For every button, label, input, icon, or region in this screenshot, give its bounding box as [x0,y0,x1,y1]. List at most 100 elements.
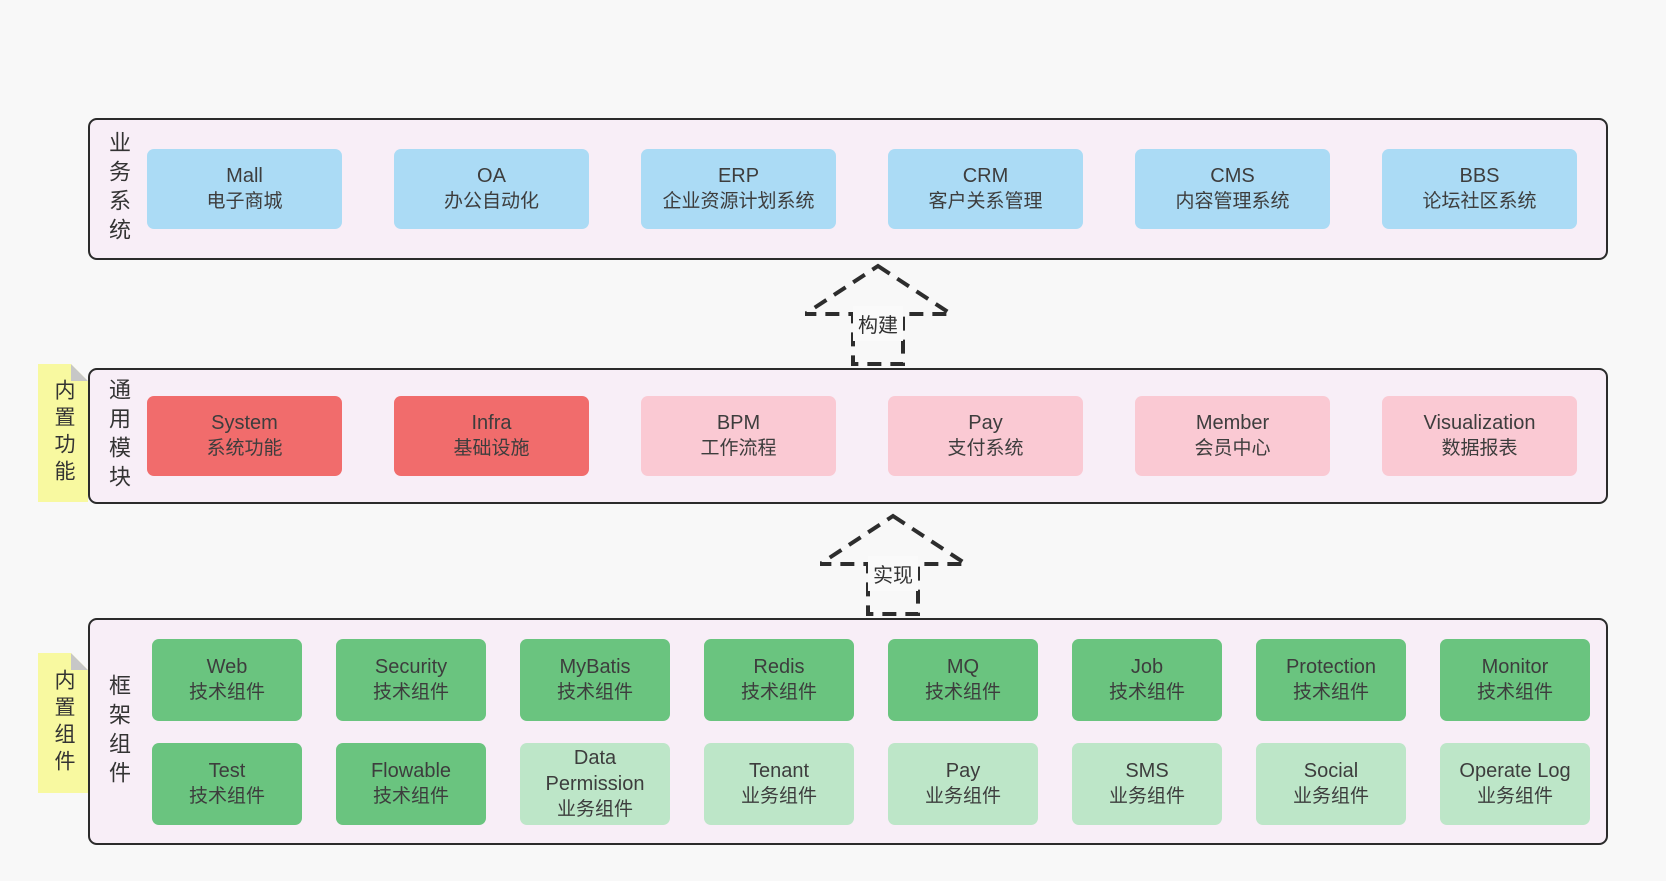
box-title: Flowable [370,760,452,783]
sticky-label: 内置组件 [52,669,75,777]
box-security: Security 技术组件 [336,639,486,721]
box-bpm: BPM 工作流程 [641,396,836,476]
box-visualization: Visualization 数据报表 [1382,396,1577,476]
box-monitor: Monitor 技术组件 [1440,639,1590,721]
box-bbs: BBS 论坛社区系统 [1382,149,1577,229]
box-subtitle: 系统功能 [206,438,283,460]
box-title: BBS [1459,165,1500,188]
box-subtitle: 业务组件 [924,786,1001,808]
box-subtitle: 会员中心 [1194,438,1271,460]
box-subtitle: 基础设施 [453,438,530,460]
box-title: ERP [717,165,760,188]
box-subtitle: 技术组件 [556,682,633,704]
box-title: Data Permission [545,747,645,796]
box-title: CMS [1210,165,1255,188]
business-systems-row: Mall 电子商城 OA 办公自动化 ERP 企业资源计划系统 CRM 客户关系… [147,120,1577,258]
box-redis: Redis 技术组件 [704,639,854,721]
box-crm: CRM 客户关系管理 [888,149,1083,229]
box-web: Web 技术组件 [152,639,302,721]
box-title: Pay [968,412,1003,435]
box-title: OA [477,165,506,188]
box-subtitle: 技术组件 [372,786,449,808]
box-erp: ERP 企业资源计划系统 [641,149,836,229]
box-title: MQ [946,656,980,679]
box-title: Mall [226,165,263,188]
box-social: Social 业务组件 [1256,743,1406,825]
box-title: Member [1195,412,1270,435]
box-title: Visualization [1423,412,1536,435]
sticky-built-in-features: 内置功能 [38,364,88,502]
common-modules-row: System 系统功能 Infra 基础设施 BPM 工作流程 Pay 支付系统… [147,370,1577,502]
arrow-label: 构建 [853,306,903,341]
box-subtitle: 内容管理系统 [1175,191,1290,213]
box-subtitle: 客户关系管理 [928,191,1043,213]
box-title: Job [1130,656,1164,679]
box-flowable: Flowable 技术组件 [336,743,486,825]
box-system: System 系统功能 [147,396,342,476]
box-subtitle: 技术组件 [1108,682,1185,704]
box-subtitle: 技术组件 [188,682,265,704]
box-mq: MQ 技术组件 [888,639,1038,721]
box-subtitle: 数据报表 [1441,438,1518,460]
box-subtitle: 支付系统 [947,438,1024,460]
box-protection: Protection 技术组件 [1256,639,1406,721]
box-title: System [211,412,278,435]
box-subtitle: 业务组件 [1108,786,1185,808]
arrow-label: 实现 [868,556,918,591]
box-pay: Pay 支付系统 [888,396,1083,476]
section-side-label: 业务系统 [106,131,131,247]
build-arrow-icon: 构建 [805,260,951,366]
box-pay-component: Pay 业务组件 [888,743,1038,825]
box-title: Protection [1285,656,1377,679]
box-infra: Infra 基础设施 [394,396,589,476]
box-oa: OA 办公自动化 [394,149,589,229]
box-subtitle: 论坛社区系统 [1422,191,1537,213]
box-subtitle: 技术组件 [1292,682,1369,704]
box-title: Operate Log [1459,760,1571,783]
box-job: Job 技术组件 [1072,639,1222,721]
box-title: Redis [753,656,805,679]
box-title: Web [206,656,248,679]
box-mybatis: MyBatis 技术组件 [520,639,670,721]
box-title: Tenant [748,760,810,783]
box-cms: CMS 内容管理系统 [1135,149,1330,229]
box-subtitle: 业务组件 [556,799,633,821]
sticky-built-in-components: 内置组件 [38,653,88,793]
box-title: Monitor [1481,656,1549,679]
section-common-modules: 通用模块 System 系统功能 Infra 基础设施 BPM 工作流程 Pay… [88,368,1608,504]
box-mall: Mall 电子商城 [147,149,342,229]
section-side-label: 通用模块 [106,378,131,494]
section-framework-components: 框架组件 Web 技术组件 Security 技术组件 MyBatis 技术组件… [88,618,1608,845]
box-subtitle: 工作流程 [700,438,777,460]
sticky-label: 内置功能 [52,379,75,487]
box-subtitle: 业务组件 [740,786,817,808]
box-title: SMS [1125,760,1169,783]
box-subtitle: 技术组件 [188,786,265,808]
section-business-systems: 业务系统 Mall 电子商城 OA 办公自动化 ERP 企业资源计划系统 CRM… [88,118,1608,260]
implement-arrow-icon: 实现 [820,510,966,616]
box-title: BPM [716,412,761,435]
box-subtitle: 电子商城 [206,191,283,213]
section-side-label: 框架组件 [106,673,131,790]
sticky-fold-icon [71,653,88,670]
box-sms: SMS 业务组件 [1072,743,1222,825]
box-operate-log: Operate Log 业务组件 [1440,743,1590,825]
box-title: Pay [945,760,981,783]
box-data-permission: Data Permission 业务组件 [520,743,670,825]
box-subtitle: 技术组件 [740,682,817,704]
box-title: Infra [471,412,512,435]
box-title: Test [208,760,246,783]
box-title: CRM [962,165,1009,188]
box-tenant: Tenant 业务组件 [704,743,854,825]
box-title: Security [374,656,448,679]
box-subtitle: 技术组件 [924,682,1001,704]
box-subtitle: 技术组件 [372,682,449,704]
box-subtitle: 办公自动化 [443,191,539,213]
box-member: Member 会员中心 [1135,396,1330,476]
box-test: Test 技术组件 [152,743,302,825]
box-title: Social [1303,760,1359,783]
box-subtitle: 业务组件 [1476,786,1553,808]
box-subtitle: 业务组件 [1292,786,1369,808]
box-title: MyBatis [559,656,631,679]
